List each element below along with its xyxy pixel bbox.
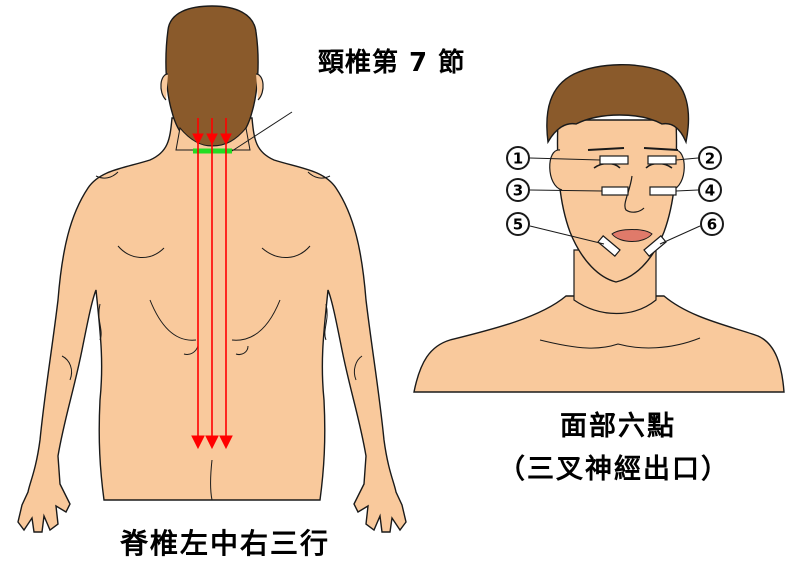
face-point-6: 6 bbox=[701, 213, 723, 235]
face-point-4: 4 bbox=[699, 179, 721, 201]
cervical-label: 頸椎第 7 節 bbox=[318, 42, 465, 79]
face-point-5: 5 bbox=[507, 213, 529, 235]
face-point-3: 3 bbox=[507, 179, 529, 201]
back-figure bbox=[18, 6, 406, 532]
face-point-num-6: 6 bbox=[707, 216, 717, 234]
face-leader-6 bbox=[660, 226, 700, 244]
face-figure: 1 2 3 4 5 6 bbox=[414, 65, 784, 392]
face-point-1: 1 bbox=[507, 147, 529, 169]
face-point-num-1: 1 bbox=[513, 150, 523, 168]
face-point-num-5: 5 bbox=[513, 216, 523, 234]
face-point-marker-4 bbox=[650, 187, 676, 195]
face-ear-left bbox=[550, 150, 562, 190]
face-leader-4 bbox=[676, 190, 698, 191]
face-point-num-3: 3 bbox=[513, 182, 523, 200]
face-point-marker-1 bbox=[600, 156, 628, 164]
face-title: 面部六點 bbox=[560, 404, 676, 443]
back-ear-left bbox=[161, 74, 168, 100]
back-ear-right bbox=[256, 74, 263, 100]
face-point-num-4: 4 bbox=[705, 182, 715, 200]
face-point-marker-2 bbox=[648, 156, 676, 164]
spine-arrows bbox=[192, 118, 232, 448]
face-point-num-2: 2 bbox=[705, 150, 715, 168]
face-point-marker-3 bbox=[602, 187, 628, 195]
spine-caption: 脊椎左中右三行 bbox=[120, 522, 330, 562]
face-point-2: 2 bbox=[699, 147, 721, 169]
face-subtitle: （三叉神經出口） bbox=[498, 447, 730, 486]
